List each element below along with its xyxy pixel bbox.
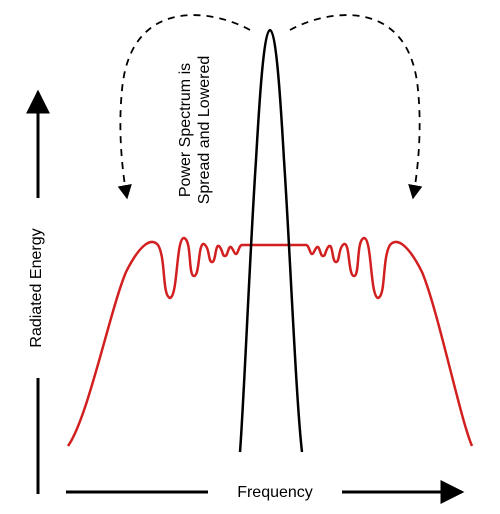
spread-spectrum-curve xyxy=(66,236,474,447)
y-axis-label: Radiated Energy xyxy=(28,228,45,347)
narrow-spectrum-peak xyxy=(238,28,304,453)
spread-arrow-right xyxy=(289,14,423,200)
spread-arrow-left xyxy=(117,14,251,200)
annotation-line-2: Spread and Lowered xyxy=(196,56,213,205)
annotation-line-1: Power Spectrum is xyxy=(177,63,194,197)
annotation-label: Power Spectrum is Spread and Lowered xyxy=(177,56,213,205)
x-axis-label: Frequency xyxy=(237,484,313,501)
